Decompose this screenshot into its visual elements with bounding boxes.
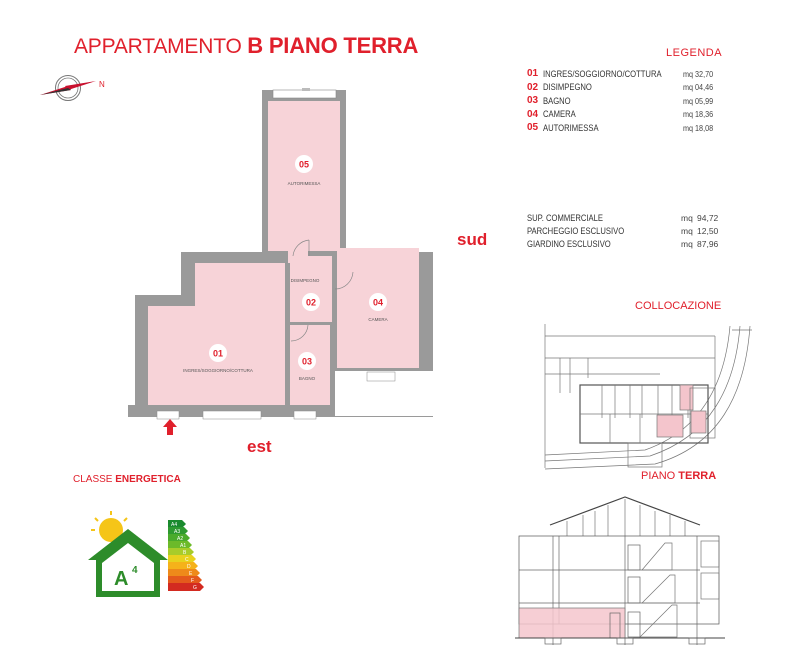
svg-text:D: D [187, 564, 191, 570]
rooms [148, 101, 419, 405]
legend-item-number: 04 [527, 108, 539, 120]
svg-text:A1: A1 [180, 543, 186, 549]
energy-title-light: CLASSE [73, 474, 116, 485]
room-01-number: 01 [213, 349, 223, 359]
svg-text:F: F [191, 578, 194, 584]
legend-item-number: 05 [527, 122, 539, 134]
compass-icon [40, 75, 96, 101]
section-title-light: PIANO [641, 470, 679, 482]
entrance-arrow-icon [163, 419, 177, 435]
surface-summary: SUP. COMMERCIALE mq 94,72 PARCHEGGIO ESC… [527, 211, 777, 250]
room-03-marker: 03 BAGNO [298, 352, 316, 381]
legend-item-area: mq 04,46 [683, 82, 714, 93]
legend-item: 02 DISIMPEGNO mq 04,46 [527, 81, 727, 95]
svg-text:B: B [183, 550, 187, 556]
legend-item-number: 02 [527, 81, 539, 93]
surface-label: GIARDINO ESCLUSIVO [527, 238, 611, 249]
legend-item-label: AUTORIMESSA [543, 122, 599, 133]
room-02-label: DISIMPEGNO [291, 278, 320, 283]
svg-text:C: C [185, 557, 189, 563]
direction-east: est [247, 437, 272, 456]
room-05-number: 05 [299, 160, 309, 170]
room-05-label: AUTORIMESSA [288, 181, 321, 186]
legend-item-area: mq 05,99 [683, 95, 714, 106]
surface-unit: mq [681, 225, 693, 236]
surface-value: 87,96 [697, 238, 719, 249]
legend-item-number: 01 [527, 68, 539, 80]
legend-item-label: CAMERA [543, 109, 576, 120]
title-light: APPARTAMENTO [74, 35, 248, 58]
svg-text:A2: A2 [177, 536, 183, 542]
energy-title-bold: ENERGETICA [115, 474, 181, 485]
room-02-number: 02 [306, 298, 316, 308]
svg-text:G: G [193, 585, 197, 591]
site-plan [544, 324, 752, 470]
svg-text:4: 4 [132, 565, 138, 576]
surface-value: 12,50 [697, 225, 719, 236]
room-03-number: 03 [302, 357, 312, 367]
house-icon: A 4 [88, 529, 168, 597]
room-01-label: INGRES/SOGGIORNO/COTTURA [183, 368, 253, 373]
svg-text:A4: A4 [171, 522, 177, 528]
room-04-label: CAMERA [368, 317, 387, 322]
svg-text:A3: A3 [174, 529, 180, 535]
legend-item-number: 03 [527, 95, 539, 107]
room-04-number: 04 [373, 298, 383, 308]
collocazione-title: COLLOCAZIONE [635, 300, 722, 312]
sun-icon [91, 511, 128, 542]
legend-item-area: mq 32,70 [683, 68, 714, 79]
building-section [515, 496, 725, 645]
legend-title: LEGENDA [666, 47, 723, 59]
surface-label: PARCHEGGIO ESCLUSIVO [527, 225, 625, 236]
surface-unit: mq [681, 238, 693, 249]
surface-row: SUP. COMMERCIALE mq 94,72 [527, 211, 777, 224]
legend-item-label: INGRES/SOGGIORNO/COTTURA [543, 68, 662, 79]
surface-unit: mq [681, 212, 693, 223]
direction-south: sud [457, 230, 488, 249]
room-05-marker: 05 AUTORIMESSA [288, 155, 321, 186]
energy-class-title: CLASSE ENERGETICA [73, 474, 181, 485]
room-03-label: BAGNO [299, 376, 316, 381]
legend-item-label: DISIMPEGNO [543, 82, 592, 93]
compass-north-label: N [99, 80, 105, 89]
legend-item: 01 INGRES/SOGGIORNO/COTTURA mq 32,70 [527, 67, 727, 81]
legend: 01 INGRES/SOGGIORNO/COTTURA mq 32,70 02 … [527, 67, 727, 135]
page-title: APPARTAMENTO B PIANO TERRA [74, 33, 418, 59]
surface-row: GIARDINO ESCLUSIVO mq 87,96 [527, 237, 777, 250]
room-01-marker: 01 INGRES/SOGGIORNO/COTTURA [183, 344, 253, 373]
section-title: PIANO TERRA [641, 470, 716, 482]
surface-label: SUP. COMMERCIALE [527, 212, 603, 223]
room-02-marker: DISIMPEGNO 02 [291, 278, 320, 311]
section-title-bold: TERRA [678, 470, 717, 482]
title-bold: B PIANO TERRA [247, 33, 419, 58]
surface-value: 94,72 [697, 212, 719, 223]
legend-item-area: mq 18,08 [683, 122, 714, 133]
legend-item: 05 AUTORIMESSA mq 18,08 [527, 121, 727, 135]
svg-text:A: A [114, 568, 128, 590]
legend-item: 03 BAGNO mq 05,99 [527, 94, 727, 108]
legend-item-label: BAGNO [543, 95, 571, 106]
svg-text:E: E [189, 571, 193, 577]
room-04-marker: 04 CAMERA [368, 293, 388, 322]
surface-row: PARCHEGGIO ESCLUSIVO mq 12,50 [527, 224, 777, 237]
legend-item-area: mq 18,36 [683, 109, 714, 120]
legend-item: 04 CAMERA mq 18,36 [527, 108, 727, 122]
